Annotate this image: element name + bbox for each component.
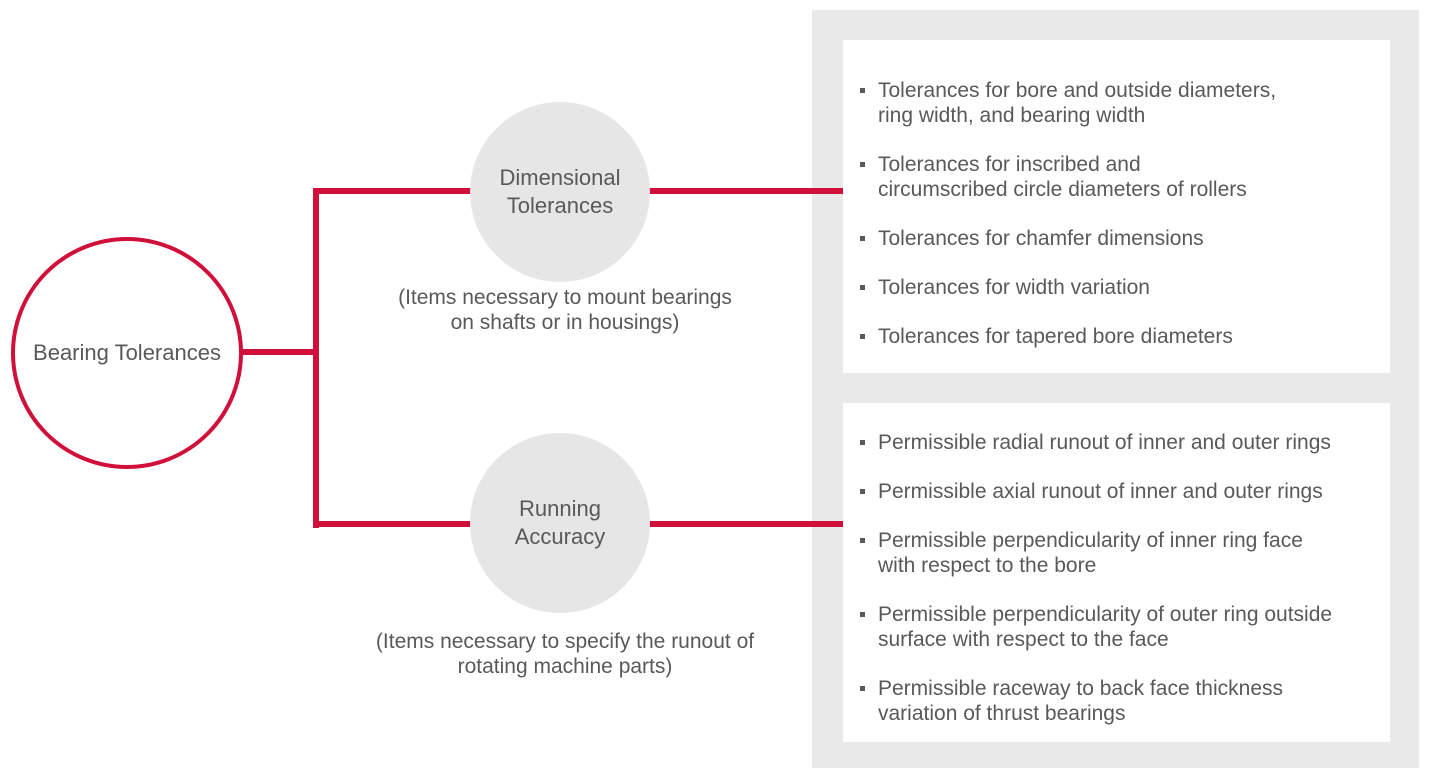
root-node-circle: Bearing Tolerances <box>11 237 243 469</box>
list-item: Tolerances for bore and outside diameter… <box>860 78 1380 128</box>
item-text: Permissible raceway to back face thickne… <box>878 677 1283 725</box>
list-item: Permissible perpendicularity of inner ri… <box>860 528 1380 578</box>
item-text: Permissible perpendicularity of inner ri… <box>878 529 1303 577</box>
branch-label-dimensional-tolerances: Dimensional Tolerances <box>499 165 621 218</box>
list-item: Tolerances for width variation <box>860 275 1380 300</box>
item-text: Tolerances for width variation <box>878 276 1150 299</box>
bullet-icon <box>860 612 865 617</box>
bullet-icon <box>860 88 865 93</box>
bullet-icon <box>860 334 865 339</box>
connector-root-stub <box>240 349 319 355</box>
bullet-icon <box>860 440 865 445</box>
list-item: Tolerances for tapered bore diameters <box>860 324 1380 349</box>
bullet-icon <box>860 285 865 290</box>
item-text: Permissible radial runout of inner and o… <box>878 431 1331 454</box>
list-item: Permissible axial runout of inner and ou… <box>860 479 1380 504</box>
bullet-icon <box>860 489 865 494</box>
caption-running-accuracy: (Items necessary to specify the runout o… <box>375 630 755 678</box>
item-text: Tolerances for chamfer dimensions <box>878 227 1204 250</box>
item-text: Permissible perpendicularity of outer ri… <box>878 603 1333 651</box>
branch-circle-dimensional-tolerances: Dimensional Tolerances <box>470 102 650 282</box>
bullet-icon <box>860 538 865 543</box>
item-text: Permissible axial runout of inner and ou… <box>878 480 1323 503</box>
list-item: Tolerances for chamfer dimensions <box>860 226 1380 251</box>
caption-dimensional-tolerances: (Items necessary to mount bearings on sh… <box>398 286 732 334</box>
item-text: Tolerances for bore and outside diameter… <box>878 79 1277 127</box>
connector-vertical <box>313 188 319 528</box>
bullet-icon <box>860 686 865 691</box>
item-text: Tolerances for tapered bore diameters <box>878 325 1233 348</box>
bullet-icon <box>860 236 865 241</box>
list-item: Permissible radial runout of inner and o… <box>860 430 1380 455</box>
list-item: Permissible perpendicularity of outer ri… <box>860 602 1380 652</box>
running-accuracy-card: Permissible radial runout of inner and o… <box>843 403 1390 742</box>
branch-label-running-accuracy: Running Accuracy <box>514 496 606 549</box>
bullet-icon <box>860 162 865 167</box>
item-text: Tolerances for inscribed and circumscrib… <box>878 153 1247 201</box>
list-item: Tolerances for inscribed and circumscrib… <box>860 152 1380 202</box>
list-item: Permissible raceway to back face thickne… <box>860 676 1380 726</box>
branch-circle-running-accuracy: Running Accuracy <box>470 433 650 613</box>
dimensional-tolerances-card: Tolerances for bore and outside diameter… <box>843 40 1390 373</box>
root-node-label: Bearing Tolerances <box>33 340 221 365</box>
